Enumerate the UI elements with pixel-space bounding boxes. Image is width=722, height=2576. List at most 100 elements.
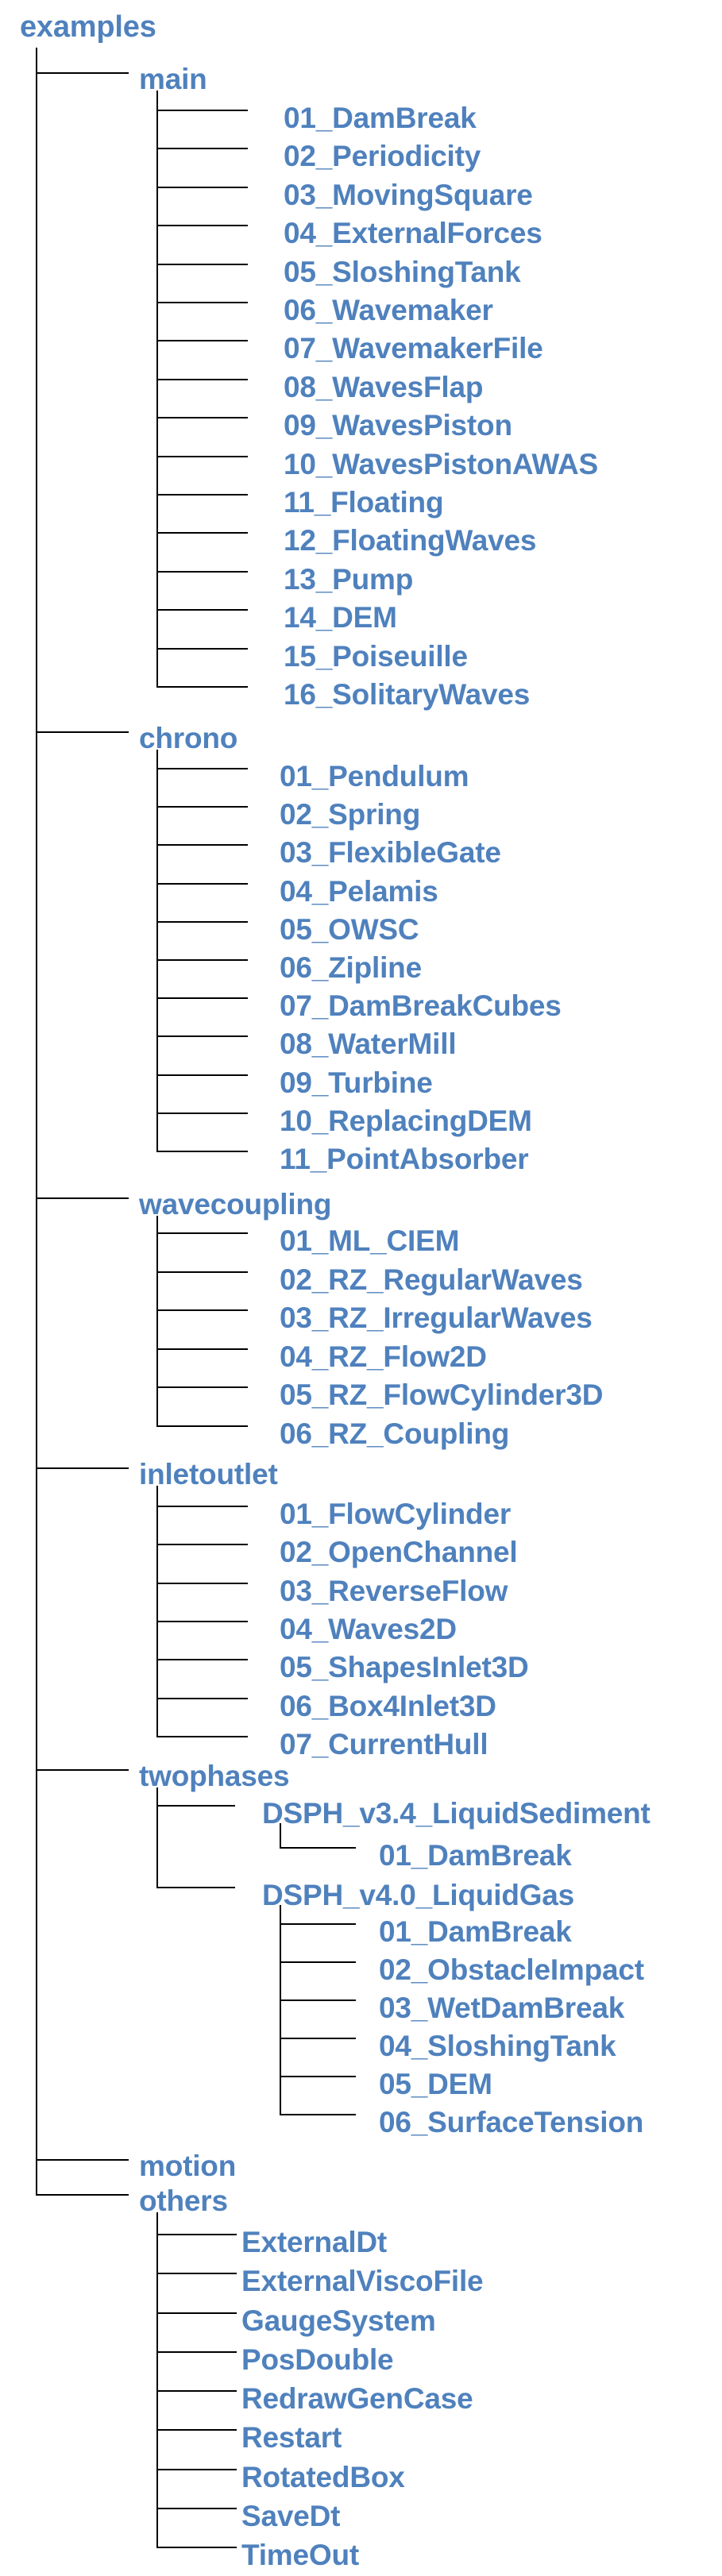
example-label: 02_Spring xyxy=(280,798,421,831)
branch-connector-line xyxy=(157,1425,248,1427)
example-label: GaugeSystem xyxy=(241,2304,436,2337)
branch-connector-line xyxy=(280,1961,356,1963)
example-label: 11_PointAbsorber xyxy=(280,1143,529,1175)
branch-connector-line xyxy=(157,2547,237,2548)
example-label: 06_Wavemaker xyxy=(284,294,493,326)
branch-connector-line xyxy=(157,532,248,534)
tree-root-label: examples xyxy=(20,10,156,44)
example-label: 05_ShapesInlet3D xyxy=(280,1651,529,1684)
example-label: 13_Pump xyxy=(284,562,414,596)
branch-connector-line xyxy=(157,570,248,573)
tree-connector-line xyxy=(156,2212,158,2548)
branch-connector-line xyxy=(157,1151,248,1152)
branch-connector-line xyxy=(157,1074,248,1076)
branch-connector-line xyxy=(157,1309,248,1312)
branch-connector-line xyxy=(157,920,248,923)
example-label: 16_SolitaryWaves xyxy=(284,678,531,711)
branch-connector-line xyxy=(157,1735,248,1737)
subfolder-label: DSPH_v4.0_LiquidGas xyxy=(262,1879,575,1911)
example-label: 10_ReplacingDEM xyxy=(280,1104,532,1137)
branch-connector-line xyxy=(157,1697,248,1699)
folder-label: wavecoupling xyxy=(139,1188,332,1221)
example-label: 03_FlexibleGate xyxy=(280,836,501,870)
folder-label: main xyxy=(139,63,207,95)
branch-connector-line xyxy=(157,2234,237,2235)
example-label: 01_Pendulum xyxy=(280,760,469,792)
example-label: 03_RZ_IrregularWaves xyxy=(280,1301,593,1335)
branch-connector-line xyxy=(157,2390,237,2392)
branch-connector-line xyxy=(280,1847,356,1849)
example-label: ExternalDt xyxy=(241,2226,388,2258)
example-label: PosDouble xyxy=(241,2343,394,2376)
example-label: 06_SurfaceTension xyxy=(379,2106,644,2138)
example-label: 09_WavesPiston xyxy=(284,409,512,442)
example-label: 04_Waves2D xyxy=(280,1612,457,1645)
branch-connector-line xyxy=(157,148,248,150)
branch-connector-line xyxy=(157,1506,248,1507)
branch-connector-line xyxy=(157,1620,248,1622)
branch-connector-line xyxy=(157,2273,237,2275)
example-label: 02_OpenChannel xyxy=(280,1536,518,1569)
folder-label: motion xyxy=(139,2150,237,2182)
example-label: 04_ExternalForces xyxy=(284,217,542,250)
folder-label: inletoutlet xyxy=(139,1458,278,1490)
branch-connector-line xyxy=(157,1035,248,1038)
example-label: 03_WetDamBreak xyxy=(379,1992,625,2024)
branch-connector-line xyxy=(157,302,248,303)
tree-connector-line xyxy=(156,91,158,688)
example-label: 02_Periodicity xyxy=(284,140,481,173)
example-label: 06_Zipline xyxy=(280,951,422,984)
example-label: 01_DamBreak xyxy=(379,1915,572,1948)
branch-connector-line xyxy=(157,1348,248,1350)
example-label: 06_Box4Inlet3D xyxy=(280,1689,496,1722)
example-label: 06_RZ_Coupling xyxy=(280,1417,510,1450)
branch-connector-line xyxy=(157,959,248,961)
folder-label: chrono xyxy=(139,722,238,754)
branch-connector-line xyxy=(157,806,248,808)
example-label: 07_DamBreakCubes xyxy=(280,989,562,1023)
branch-connector-line xyxy=(157,686,248,688)
branch-connector-line xyxy=(157,1805,235,1807)
example-label: 03_ReverseFlow xyxy=(280,1574,508,1607)
example-label: 01_DamBreak xyxy=(284,102,477,134)
branch-connector-line xyxy=(157,2468,237,2470)
branch-connector-line xyxy=(37,2159,129,2161)
example-label: ExternalViscoFile xyxy=(241,2265,484,2298)
branch-connector-line xyxy=(157,1271,248,1273)
example-label: 04_Pelamis xyxy=(280,874,438,908)
branch-connector-line xyxy=(157,882,248,885)
branch-connector-line xyxy=(157,494,248,496)
branch-connector-line xyxy=(37,1467,129,1469)
branch-connector-line xyxy=(157,609,248,611)
branch-connector-line xyxy=(157,455,248,457)
example-label: 10_WavesPistonAWAS xyxy=(284,447,599,480)
branch-connector-line xyxy=(157,263,248,265)
root-connector-line xyxy=(36,48,37,2196)
branch-connector-line xyxy=(157,417,248,419)
example-label: TimeOut xyxy=(241,2539,359,2571)
branch-connector-line xyxy=(157,340,248,342)
branch-connector-line xyxy=(280,1923,356,1925)
example-label: SaveDt xyxy=(241,2499,341,2532)
example-label: 08_WaterMill xyxy=(280,1028,457,1061)
branch-connector-line xyxy=(37,1769,129,1771)
tree-connector-line xyxy=(280,1823,281,1849)
branch-connector-line xyxy=(157,997,248,1000)
example-label: 09_Turbine xyxy=(280,1066,433,1099)
example-label: 02_RZ_RegularWaves xyxy=(280,1263,583,1296)
branch-connector-line xyxy=(157,1887,235,1888)
branch-connector-line xyxy=(157,110,248,111)
branch-connector-line xyxy=(157,1544,248,1546)
example-label: 01_FlowCylinder xyxy=(280,1498,512,1530)
example-label: 05_DEM xyxy=(379,2068,492,2100)
branch-connector-line xyxy=(157,768,248,769)
folder-label: twophases xyxy=(139,1760,290,1792)
branch-connector-line xyxy=(157,844,248,846)
branch-connector-line xyxy=(157,1386,248,1389)
branch-connector-line xyxy=(157,1112,248,1114)
branch-connector-line xyxy=(157,2350,237,2353)
example-label: 15_Poiseuille xyxy=(284,639,468,673)
branch-connector-line xyxy=(280,2076,356,2077)
example-label: 07_WavemakerFile xyxy=(284,332,543,365)
branch-connector-line xyxy=(37,72,129,74)
